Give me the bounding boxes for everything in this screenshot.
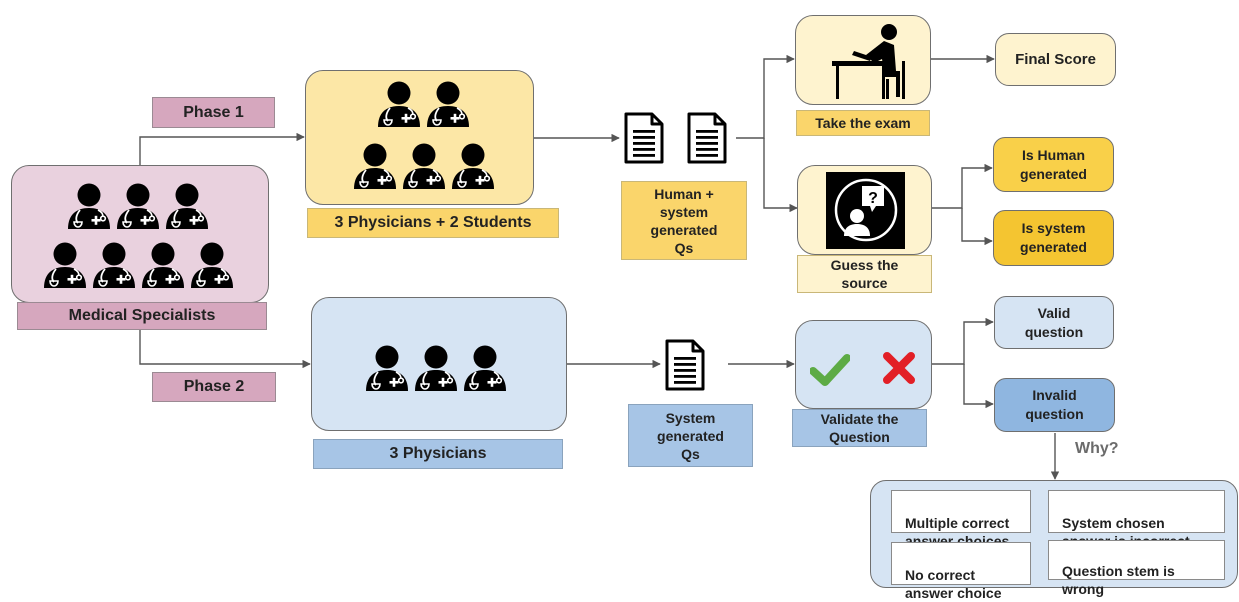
document-icon bbox=[665, 334, 705, 396]
is-human-box: Is Human generated bbox=[993, 137, 1114, 192]
doctor-icon bbox=[43, 242, 87, 288]
doctor-icon bbox=[190, 242, 234, 288]
validate-box bbox=[795, 320, 932, 409]
reason-item: No correct answer choice bbox=[891, 542, 1031, 601]
is-system-box: Is system generated bbox=[993, 210, 1114, 266]
reason-item: System chosen answer is incorrect bbox=[1048, 490, 1225, 549]
doctor-icon bbox=[165, 183, 209, 229]
arrow-guess-split bbox=[932, 163, 993, 208]
doctor-icon bbox=[414, 345, 458, 391]
doctor-icon bbox=[463, 345, 507, 391]
arrow-specialists-to-phase2 bbox=[140, 330, 311, 369]
reasons-panel: Multiple correct answer choices System c… bbox=[870, 480, 1238, 601]
guess-label: Guess the source bbox=[797, 255, 932, 293]
check-icon bbox=[810, 354, 850, 386]
exam-box bbox=[795, 15, 931, 105]
doctor-icon bbox=[92, 242, 136, 288]
cross-icon bbox=[883, 352, 915, 384]
doctor-icon bbox=[451, 143, 495, 189]
doctor-icon bbox=[353, 143, 397, 189]
question-person-icon: ? bbox=[826, 172, 905, 249]
document-icon bbox=[687, 107, 727, 169]
arrow-validate-split bbox=[932, 317, 994, 364]
arrow-docs-to-exam bbox=[736, 54, 795, 138]
phase2-label: Phase 2 bbox=[152, 372, 276, 402]
doctor-icon bbox=[377, 81, 421, 127]
specialists-box bbox=[11, 165, 269, 303]
arrow-specialists-to-phase1 bbox=[140, 132, 305, 165]
doctor-icon bbox=[426, 81, 470, 127]
phase1-group-box bbox=[305, 70, 534, 205]
why-label: Why? bbox=[1075, 440, 1119, 457]
exam-label: Take the exam bbox=[796, 110, 930, 136]
doctor-icon bbox=[141, 242, 185, 288]
phase2-group-label: 3 Physicians bbox=[313, 439, 563, 469]
docs-phase1-label: Human + system generated Qs bbox=[621, 181, 747, 260]
doctor-icon bbox=[67, 183, 111, 229]
arrow-docs-to-guess bbox=[764, 138, 798, 213]
guess-box: ? bbox=[797, 165, 932, 255]
phase1-label: Phase 1 bbox=[152, 97, 275, 128]
doctor-icon bbox=[365, 345, 409, 391]
valid-question-box: Valid question bbox=[994, 296, 1114, 349]
document-icon bbox=[624, 107, 664, 169]
docs-phase2-label: System generated Qs bbox=[628, 404, 753, 467]
final-score-box: Final Score bbox=[995, 33, 1116, 86]
reason-item: Question stem is wrong bbox=[1048, 540, 1225, 597]
doctor-icon bbox=[402, 143, 446, 189]
validate-label: Validate the Question bbox=[792, 409, 927, 447]
invalid-question-box: Invalid question bbox=[994, 378, 1115, 432]
exam-desk-icon bbox=[832, 24, 905, 99]
specialists-label: Medical Specialists bbox=[17, 302, 267, 330]
doctor-icon bbox=[116, 183, 160, 229]
reason-item: Multiple correct answer choices bbox=[891, 490, 1031, 549]
phase1-group-label: 3 Physicians + 2 Students bbox=[307, 208, 559, 238]
svg-text:?: ? bbox=[868, 190, 878, 207]
phase2-group-box bbox=[311, 297, 567, 431]
